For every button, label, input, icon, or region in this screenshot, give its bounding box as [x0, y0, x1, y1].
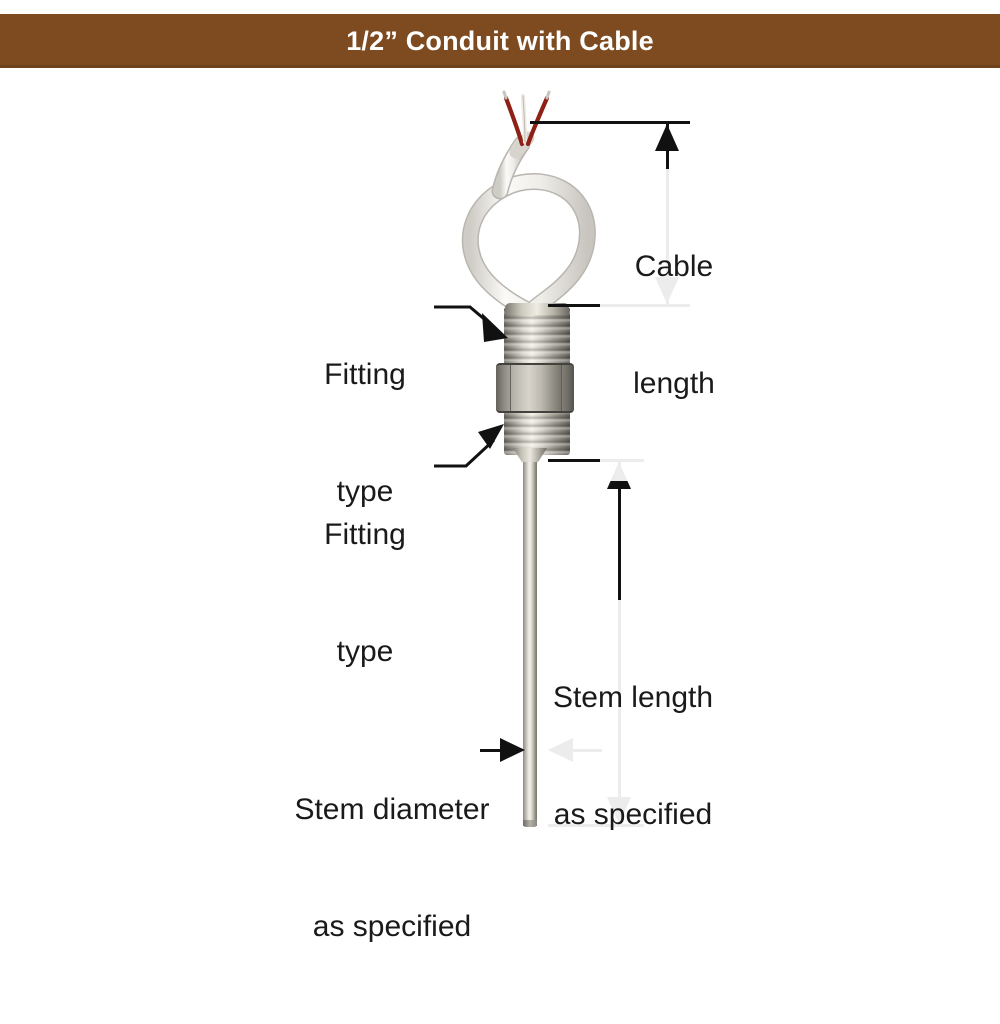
- cable-length-label: Cable length: [600, 169, 748, 481]
- cable-length-upper-extension-line: [530, 121, 690, 124]
- product-diagram: Cable length Stem length as specified St…: [294, 90, 748, 943]
- probe-assembly: [461, 90, 596, 827]
- fitting-type-upper-label: Fitting type: [324, 358, 406, 508]
- upper-threaded-fitting: [504, 307, 570, 365]
- cable-length-arrow-up: [655, 124, 679, 151]
- stem-diameter-left-witness-line: [480, 749, 512, 752]
- fitting-type-lower-label: Fitting type: [324, 518, 406, 668]
- probe-stem: [523, 452, 537, 826]
- stem-tip: [523, 820, 537, 827]
- lower-threaded-fitting: [504, 407, 570, 455]
- page-title: 1/2” Conduit with Cable: [346, 25, 654, 56]
- stem-length-label: Stem length as specified: [548, 600, 718, 912]
- header-banner: 1/2” Conduit with Cable: [0, 14, 1000, 68]
- stem-shoulder: [513, 448, 547, 462]
- stem-diameter-label: Stem diameter as specified: [294, 793, 490, 943]
- stem-length-upper-extension-line: [548, 459, 644, 462]
- stem-diameter-arrow-right: [500, 738, 525, 762]
- hex-nut: [496, 363, 574, 413]
